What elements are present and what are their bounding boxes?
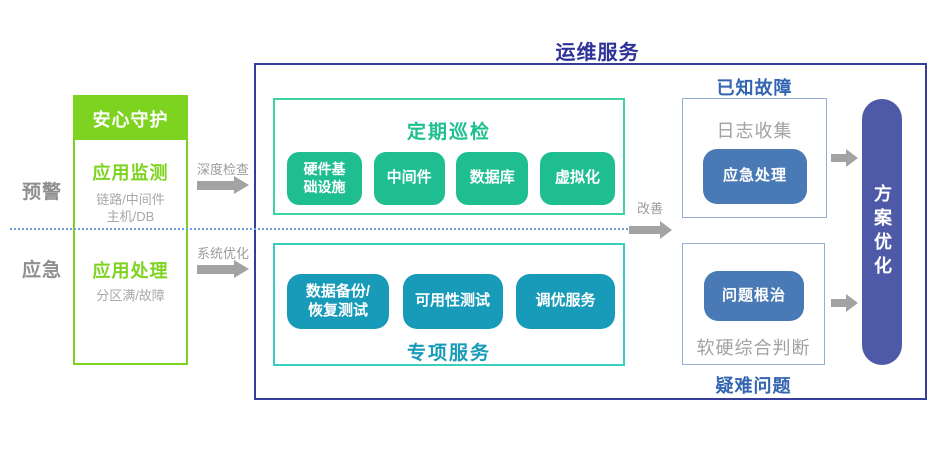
arrow-right-icon [197,176,249,194]
arrow-head [234,176,249,194]
periodic-inspection-box: 定期巡检 硬件基础设施 中间件 数据库 虚拟化 [273,98,625,215]
arrow-right-icon [629,221,672,239]
inspection-item-database: 数据库 [456,152,529,205]
app-monitor-subtext-line1: 链路/中间件 [96,192,165,207]
zone-label-emergency: 应急 [21,260,62,281]
diagram-title: 运维服务 [555,42,640,64]
arrow-head [846,149,858,167]
guard-box: 安心守护 应用监测 链路/中间件 主机/DB 应用处理 分区满/故障 [73,95,188,365]
difficult-problem-title: 疑难问题 [715,376,792,396]
inspection-item-virtualization: 虚拟化 [539,152,615,205]
special-services-box: 数据备份/恢复测试 可用性测试 调优服务 专项服务 [273,243,625,366]
deep-check-label: 深度检查 [196,162,249,177]
inspection-items-row: 硬件基础设施 中间件 数据库 虚拟化 [287,152,615,205]
special-item-availability-test: 可用性测试 [402,274,503,329]
arrow-head [846,294,858,312]
guard-box-header: 安心守护 [75,97,186,140]
arrow-head [234,260,249,278]
problem-root-cure-badge: 问题根治 [704,271,804,321]
log-collection-label: 日志收集 [716,121,793,141]
app-handle-title: 应用处理 [92,261,169,281]
arrow-right-icon [831,149,858,167]
arrow-shaft [831,154,846,162]
arrow-shaft [197,264,234,274]
inspection-item-middleware: 中间件 [373,152,445,205]
zone-label-warning: 预警 [21,182,62,203]
arrow-shaft [629,226,660,234]
special-item-tuning-service: 调优服务 [516,274,615,329]
soft-hard-judgement-label: 软硬综合判断 [696,338,811,358]
inspection-item-hardware: 硬件基础设施 [287,152,362,205]
app-monitor-subtext-line2: 主机/DB [106,209,155,224]
arrow-head [660,221,672,239]
arrow-right-icon [197,260,249,278]
known-fault-box: 日志收集 应急处理 [682,98,827,218]
improve-label: 改善 [636,201,663,216]
app-monitor-subtext: 链路/中间件 主机/DB [75,191,186,225]
sys-optimize-label: 系统优化 [196,246,249,261]
solution-optimization-pill: 方案优化 [862,99,902,365]
special-item-backup-recovery: 数据备份/恢复测试 [287,274,389,329]
app-handle-subtext: 分区满/故障 [96,288,165,303]
solution-optimization-label: 方案优化 [872,184,892,280]
emergency-handle-badge: 应急处理 [703,149,807,204]
difficult-problem-box: 问题根治 软硬综合判断 [682,243,825,365]
periodic-inspection-title: 定期巡检 [406,122,491,143]
app-monitor-title: 应用监测 [92,163,169,183]
special-services-title: 专项服务 [406,343,491,364]
special-items-row: 数据备份/恢复测试 可用性测试 调优服务 [287,274,615,329]
arrow-right-icon [831,294,858,312]
arrow-shaft [197,180,234,190]
known-fault-title: 已知故障 [716,78,793,98]
arrow-shaft [831,299,846,307]
zone-divider-dotted-line [10,228,628,230]
